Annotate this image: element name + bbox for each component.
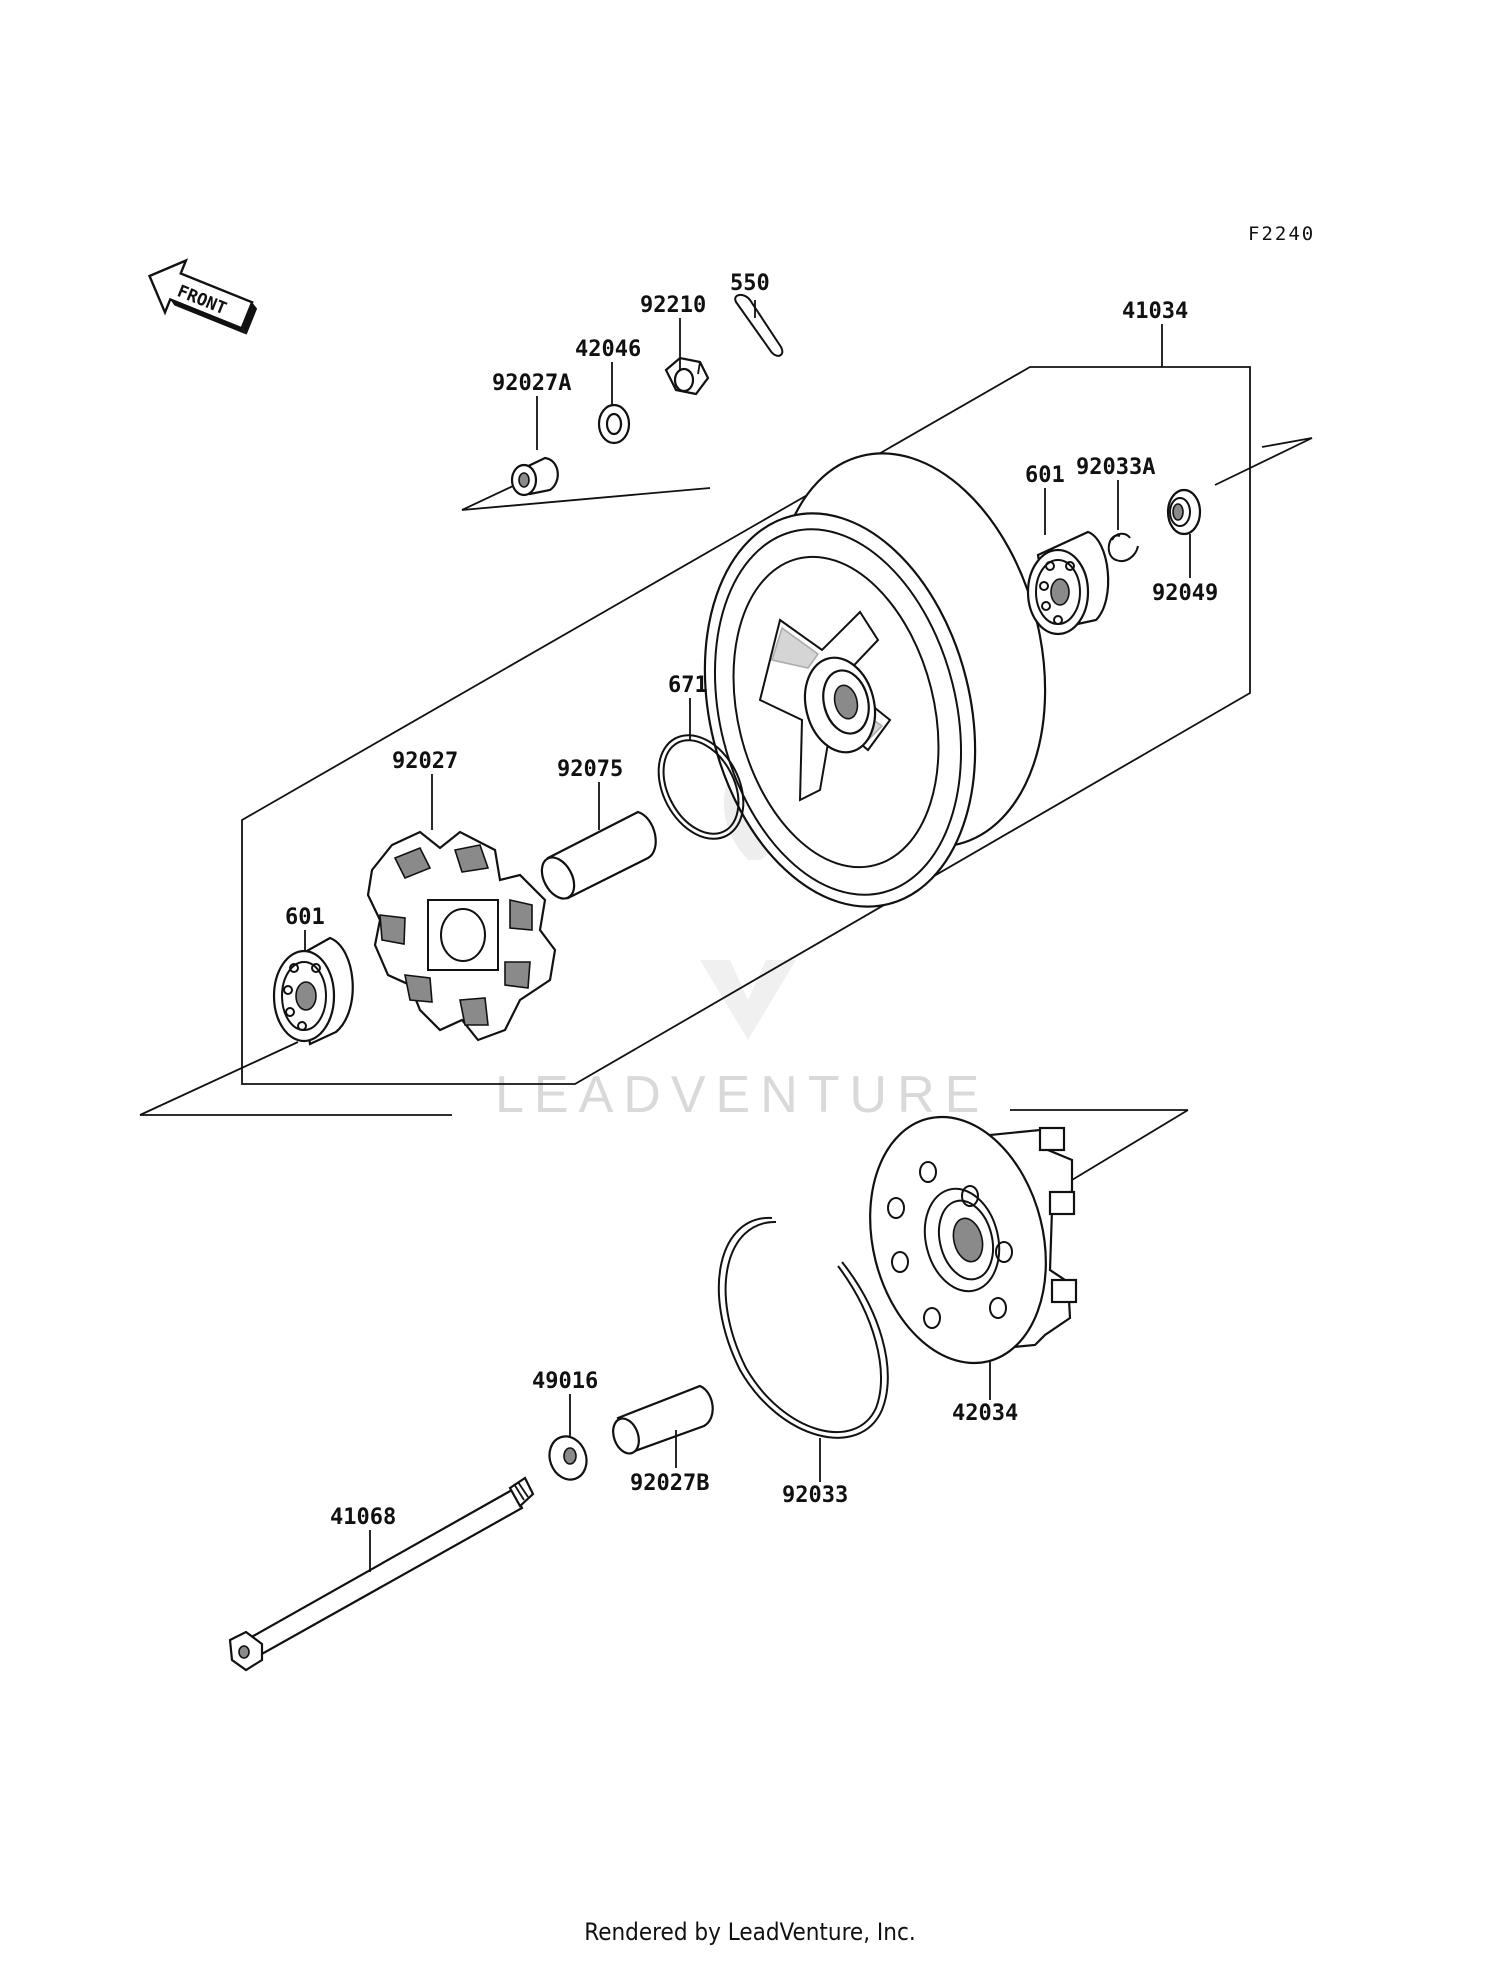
label-92027B: 92027B bbox=[630, 1471, 709, 1496]
washer-49016 bbox=[548, 1435, 588, 1481]
circlip-92033A bbox=[1107, 532, 1139, 562]
axle-41068 bbox=[228, 1476, 535, 1672]
washer-42046 bbox=[597, 403, 631, 445]
wheel-rim bbox=[703, 452, 1047, 908]
cotter-pin-550 bbox=[734, 294, 784, 357]
label-92049: 92049 bbox=[1152, 581, 1218, 606]
label-41068: 41068 bbox=[330, 1505, 396, 1530]
label-92210: 92210 bbox=[640, 293, 706, 318]
label-42046: 42046 bbox=[575, 337, 641, 362]
collar-92027A bbox=[510, 456, 559, 497]
label-41034: 41034 bbox=[1122, 299, 1188, 324]
oil-seal-92049 bbox=[1166, 488, 1202, 536]
watermark-text: LEADVENTURE bbox=[495, 1066, 989, 1124]
label-49016: 49016 bbox=[532, 1369, 598, 1394]
damper-92075 bbox=[366, 830, 557, 1042]
label-92027: 92075 bbox=[557, 757, 623, 782]
label-671: 671 bbox=[668, 673, 708, 698]
collar-92027B bbox=[612, 1384, 714, 1455]
label-42034: 42034 bbox=[952, 1401, 1018, 1426]
wheel-assembly-outline bbox=[139, 366, 1313, 1184]
front-arrow: FRONT bbox=[147, 258, 258, 335]
castle-nut-92210 bbox=[664, 356, 710, 396]
collar-92027 bbox=[540, 810, 657, 900]
label-92075: 92027 bbox=[392, 749, 458, 774]
sprocket-hub-42034 bbox=[869, 1115, 1078, 1365]
footer-credit: Rendered by LeadVenture, Inc. bbox=[584, 1918, 916, 1946]
label-601-upper: 601 bbox=[1025, 463, 1065, 488]
label-550: 550 bbox=[730, 271, 770, 296]
o-ring-671 bbox=[657, 734, 745, 840]
bearing-601-upper bbox=[1026, 530, 1110, 636]
label-92033A: 92033A bbox=[1076, 455, 1155, 480]
label-601-lower: 601 bbox=[285, 905, 325, 930]
snap-ring-92033 bbox=[717, 1216, 889, 1439]
label-92027A: 92027A bbox=[492, 371, 571, 396]
label-92033: 92033 bbox=[782, 1483, 848, 1508]
bearing-601-lower bbox=[272, 936, 354, 1046]
diagram-code: F2240 bbox=[1248, 223, 1315, 245]
